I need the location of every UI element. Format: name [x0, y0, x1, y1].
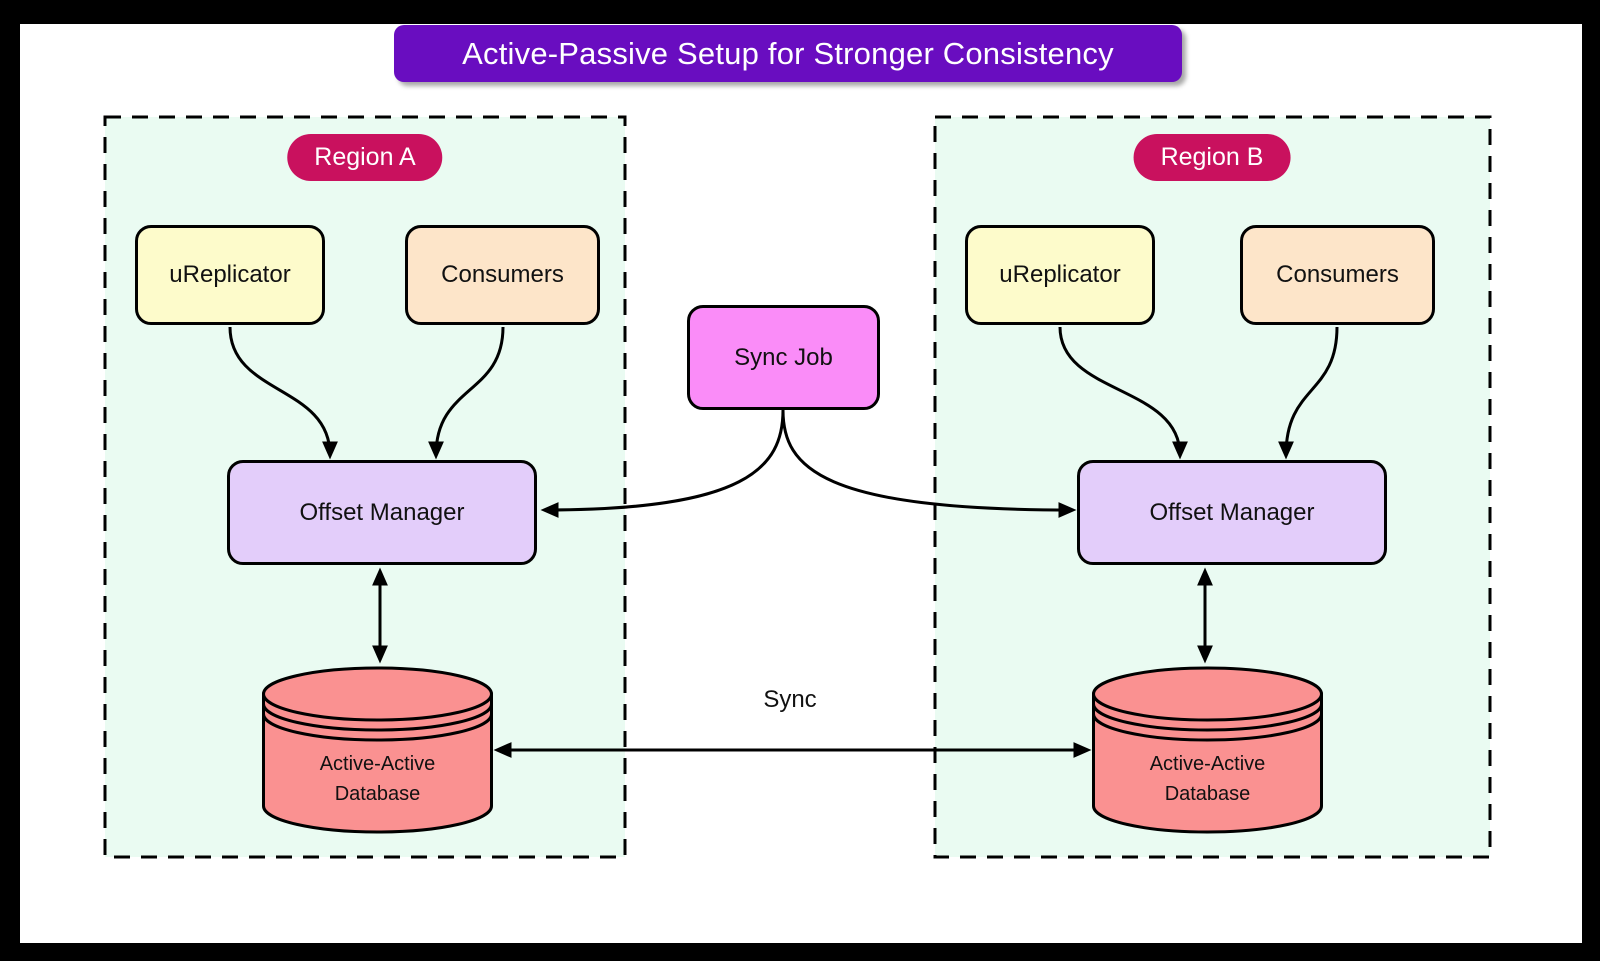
database-a-node: Active-Active Database [260, 664, 495, 836]
offset-manager-a-node: Offset Manager [227, 460, 537, 565]
database-b-node: Active-Active Database [1090, 664, 1325, 836]
region-a-label: Region A [287, 134, 443, 181]
ureplicator-a-node: uReplicator [135, 225, 325, 325]
region-b-label: Region B [1133, 134, 1291, 181]
sync-job-node: Sync Job [687, 305, 880, 410]
title-banner: Active-Passive Setup for Stronger Consis… [394, 25, 1182, 82]
consumers-a-node: Consumers [405, 225, 600, 325]
db-sync-edge-label: Sync [763, 686, 817, 713]
database-b-label: Active-Active Database [1149, 753, 1266, 805]
database-a-label: Active-Active Database [319, 753, 436, 805]
diagram-title: Active-Passive Setup for Stronger Consis… [462, 35, 1114, 71]
ureplicator-b-node: uReplicator [965, 225, 1155, 325]
consumers-b-node: Consumers [1240, 225, 1435, 325]
offset-manager-b-node: Offset Manager [1077, 460, 1387, 565]
